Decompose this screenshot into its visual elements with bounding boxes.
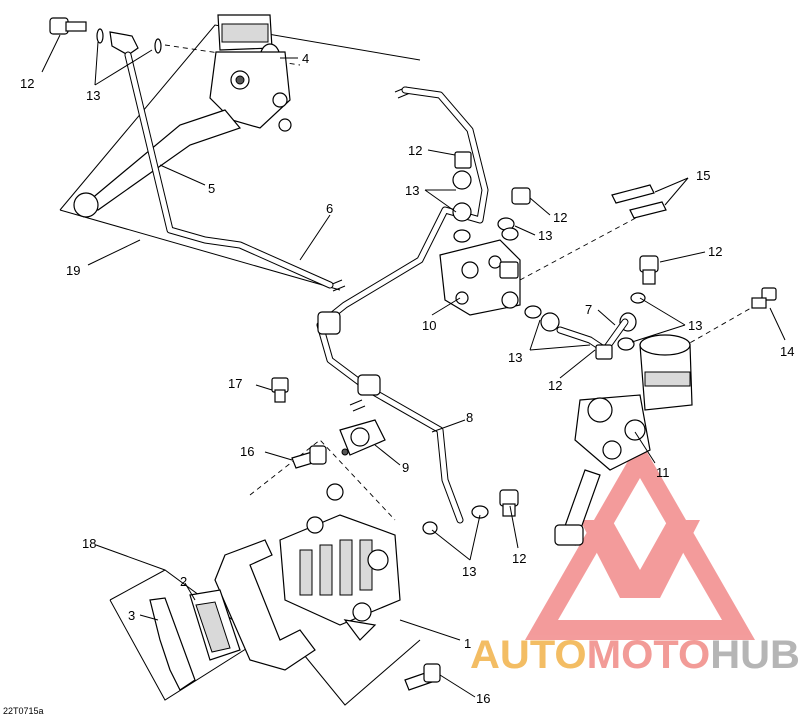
drawing-code: 22T0715a	[3, 706, 44, 716]
watermark-logo	[525, 440, 755, 640]
callout-8: 8	[466, 410, 473, 425]
callout-15: 15	[696, 168, 710, 183]
banjo-bolt-caliper	[422, 489, 519, 535]
banjo-bolt-top-left	[49, 17, 162, 56]
callout-12: 12	[548, 378, 562, 393]
main-brake-hose	[316, 86, 489, 524]
hose-cut-marks	[329, 86, 411, 412]
lever-group-outline	[59, 24, 421, 291]
distribution-block	[439, 151, 531, 316]
hose-clamp	[339, 419, 386, 456]
watermark-word-moto: MOTO	[587, 633, 711, 677]
callout-13: 13	[508, 350, 522, 365]
callout-12: 12	[708, 244, 722, 259]
callout-12: 12	[553, 210, 567, 225]
callout-18: 18	[82, 536, 96, 551]
callout-13: 13	[86, 88, 100, 103]
brake-pad	[189, 589, 241, 661]
caliper-bolt-upper	[291, 445, 327, 469]
callout-13: 13	[405, 183, 419, 198]
callout-2: 2	[180, 574, 187, 589]
short-brake-line	[524, 305, 629, 360]
callout-11: 11	[656, 465, 670, 480]
callout-13: 13	[688, 318, 702, 333]
callout-5: 5	[208, 181, 215, 196]
callout-13: 13	[462, 564, 476, 579]
callout-labels: 12 13 4 5 6 19 12 13 12 13 15 12 10 7 13…	[3, 51, 794, 716]
callout-12: 12	[20, 76, 34, 91]
caliper-bolt-lower	[404, 663, 441, 691]
callout-12: 12	[512, 551, 526, 566]
watermark-word-hub: HUB	[710, 633, 800, 677]
callout-7: 7	[585, 302, 592, 317]
rear-master-cylinder	[554, 334, 693, 546]
leader-lines	[41, 34, 786, 698]
callout-13: 13	[538, 228, 552, 243]
front-master-cylinder	[73, 14, 292, 218]
watermark-word-auto: AUTO	[470, 633, 587, 677]
callout-4: 4	[302, 51, 309, 66]
callout-17: 17	[228, 376, 242, 391]
front-brake-line	[124, 51, 334, 289]
pad-spring	[149, 597, 196, 691]
mounting-bolts	[519, 184, 667, 281]
callout-10: 10	[422, 318, 436, 333]
caliper-bracket-bolt	[271, 377, 289, 403]
brake-caliper	[279, 483, 401, 641]
callout-16: 16	[476, 691, 490, 706]
callout-9: 9	[402, 460, 409, 475]
callout-19: 19	[66, 263, 80, 278]
callout-16: 16	[240, 444, 254, 459]
callout-6: 6	[326, 201, 333, 216]
callout-12: 12	[408, 143, 422, 158]
callout-1: 1	[464, 636, 471, 651]
callout-3: 3	[128, 608, 135, 623]
caliper-bracket	[214, 539, 316, 671]
callout-14: 14	[780, 344, 794, 359]
